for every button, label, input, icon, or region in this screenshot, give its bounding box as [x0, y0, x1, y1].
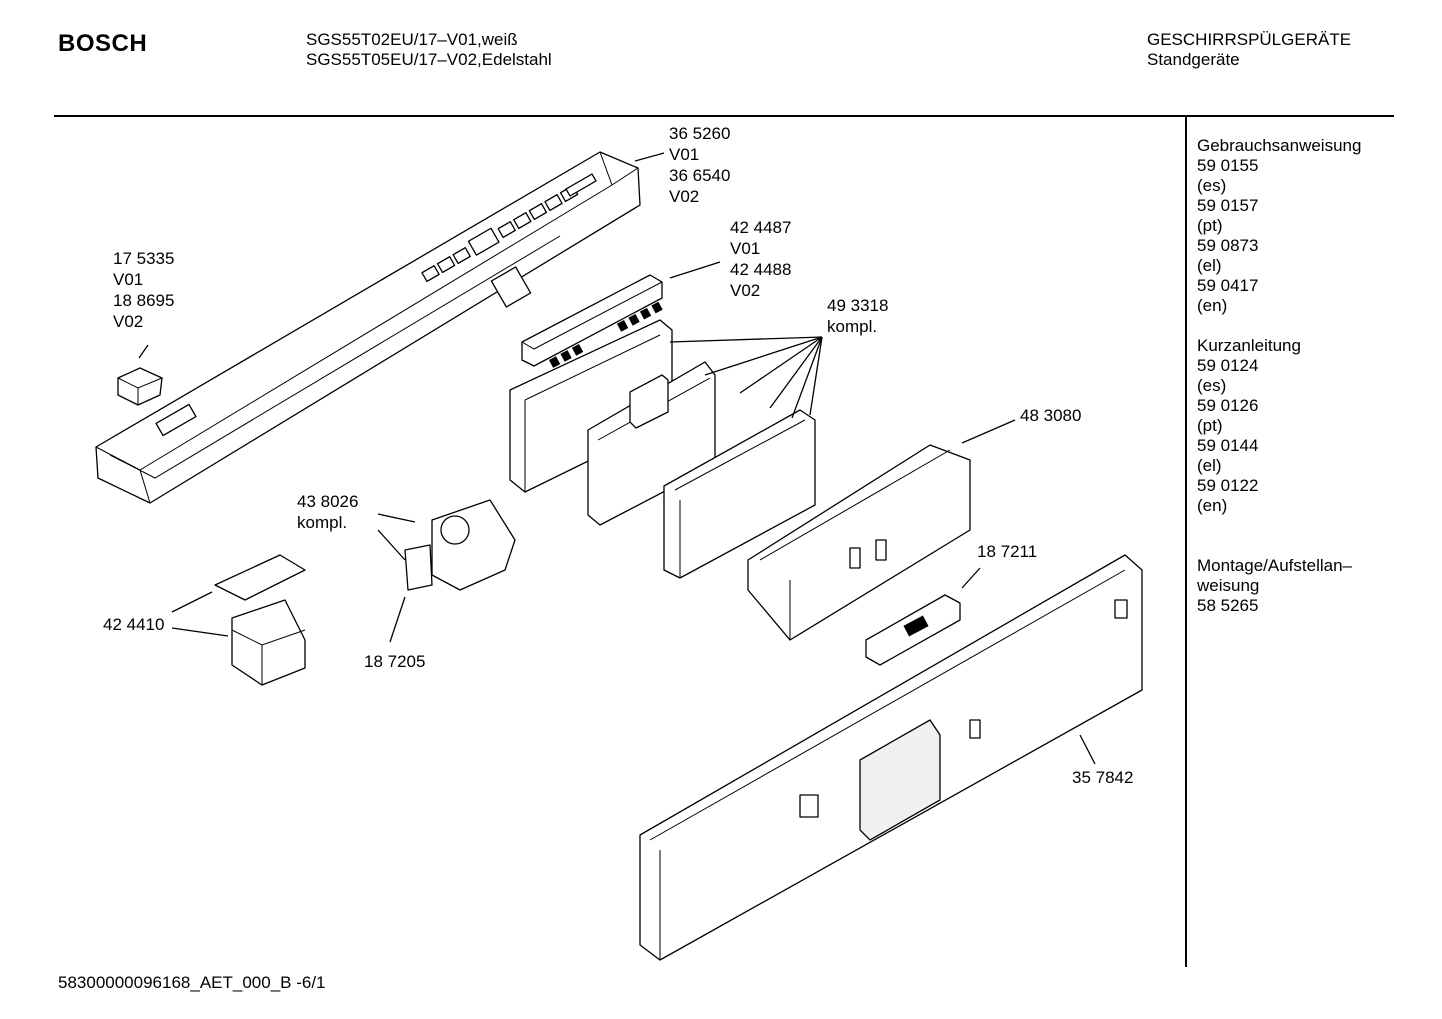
list-item: 59 0144	[1197, 436, 1259, 455]
list-item: 59 0157	[1197, 196, 1259, 215]
list-item: (es)	[1197, 176, 1227, 195]
part-number: 17 5335	[113, 249, 175, 268]
part-variant: V01	[113, 270, 144, 289]
list-item: (en)	[1197, 496, 1228, 515]
model-line-2: SGS55T05EU/17–V02,Edelstahl	[306, 50, 552, 69]
part-number: 49 3318	[827, 296, 889, 315]
list-item: (en)	[1197, 296, 1228, 315]
switch-carrier	[214, 554, 306, 686]
display-board	[865, 594, 961, 666]
part-label-365260: 36 5260 V01 36 6540 V02	[669, 123, 730, 207]
part-label-493318: 49 3318 kompl.	[827, 295, 888, 337]
list-item: 59 0417	[1197, 276, 1259, 295]
list-item: 59 0126	[1197, 396, 1259, 415]
part-label-187205: 18 7205	[364, 651, 425, 672]
part-variant: kompl.	[827, 317, 878, 336]
button-strip	[521, 274, 663, 368]
part-variant: V01	[669, 145, 700, 164]
part-label-187211: 18 7211	[977, 541, 1037, 562]
control-housing	[639, 554, 1143, 961]
header-divider	[54, 115, 1394, 117]
part-variant: V01	[730, 239, 761, 258]
clip-part	[117, 367, 163, 406]
list-item: 58 5265	[1197, 596, 1259, 615]
part-label-424487: 42 4487 V01 42 4488 V02	[730, 217, 791, 301]
part-variant: V02	[113, 312, 144, 331]
list-item: (es)	[1197, 376, 1227, 395]
list-item: 59 0155	[1197, 156, 1259, 175]
appliance-category: GESCHIRRSPÜLGERÄTE Standgeräte	[1147, 30, 1351, 70]
part-number: 18 7211	[977, 542, 1038, 561]
documentation-list: Gebrauchsanweisung 59 0155 (es) 59 0157 …	[1197, 136, 1361, 616]
part-number: 35 7842	[1072, 768, 1134, 787]
list-item: (pt)	[1197, 416, 1223, 435]
part-number: 36 6540	[669, 166, 731, 185]
list-item: 59 0122	[1197, 476, 1259, 495]
model-line-1: SGS55T02EU/17–V01,weiß	[306, 30, 518, 49]
exploded-parts-drawing	[95, 151, 1143, 961]
part-number: 18 7205	[364, 652, 426, 671]
category-subtitle: Standgeräte	[1147, 50, 1240, 69]
part-number: 18 8695	[113, 291, 175, 310]
list-item: 59 0873	[1197, 236, 1259, 255]
short-guide-title: Kurzanleitung	[1197, 336, 1301, 355]
part-label-357842: 35 7842	[1072, 767, 1133, 788]
part-label-175335: 17 5335 V01 18 8695 V02	[113, 248, 174, 332]
install-title-cont: weisung	[1197, 576, 1260, 595]
install-title: Montage/Aufstellan–	[1197, 556, 1352, 575]
bracket-part	[747, 444, 971, 641]
part-label-438026: 43 8026 kompl.	[297, 491, 358, 533]
model-list: SGS55T02EU/17–V01,weiß SGS55T05EU/17–V02…	[306, 30, 552, 70]
sidebar-divider	[1185, 117, 1187, 967]
part-number: 36 5260	[669, 124, 731, 143]
brand-logo: BOSCH	[58, 30, 148, 57]
leader-lines	[138, 152, 1096, 765]
door-switch	[404, 499, 516, 591]
part-number: 42 4488	[730, 260, 792, 279]
part-label-424410: 42 4410	[103, 614, 164, 635]
list-item: (pt)	[1197, 216, 1223, 235]
part-number: 42 4487	[730, 218, 792, 237]
manual-title: Gebrauchsanweisung	[1197, 136, 1362, 155]
fascia-panel	[95, 151, 641, 504]
list-item: (el)	[1197, 256, 1222, 275]
part-variant: V02	[669, 187, 700, 206]
document-id: 58300000096168_AET_000_B -6/1	[58, 973, 326, 992]
part-label-483080: 48 3080	[1020, 405, 1081, 426]
category-title: GESCHIRRSPÜLGERÄTE	[1147, 30, 1352, 49]
part-number: 43 8026	[297, 492, 359, 511]
list-item: (el)	[1197, 456, 1222, 475]
part-number: 48 3080	[1020, 406, 1082, 425]
list-item: 59 0124	[1197, 356, 1259, 375]
electronic-module	[509, 319, 816, 579]
part-variant: kompl.	[297, 513, 348, 532]
part-number: 42 4410	[103, 615, 165, 634]
part-variant: V02	[730, 281, 761, 300]
